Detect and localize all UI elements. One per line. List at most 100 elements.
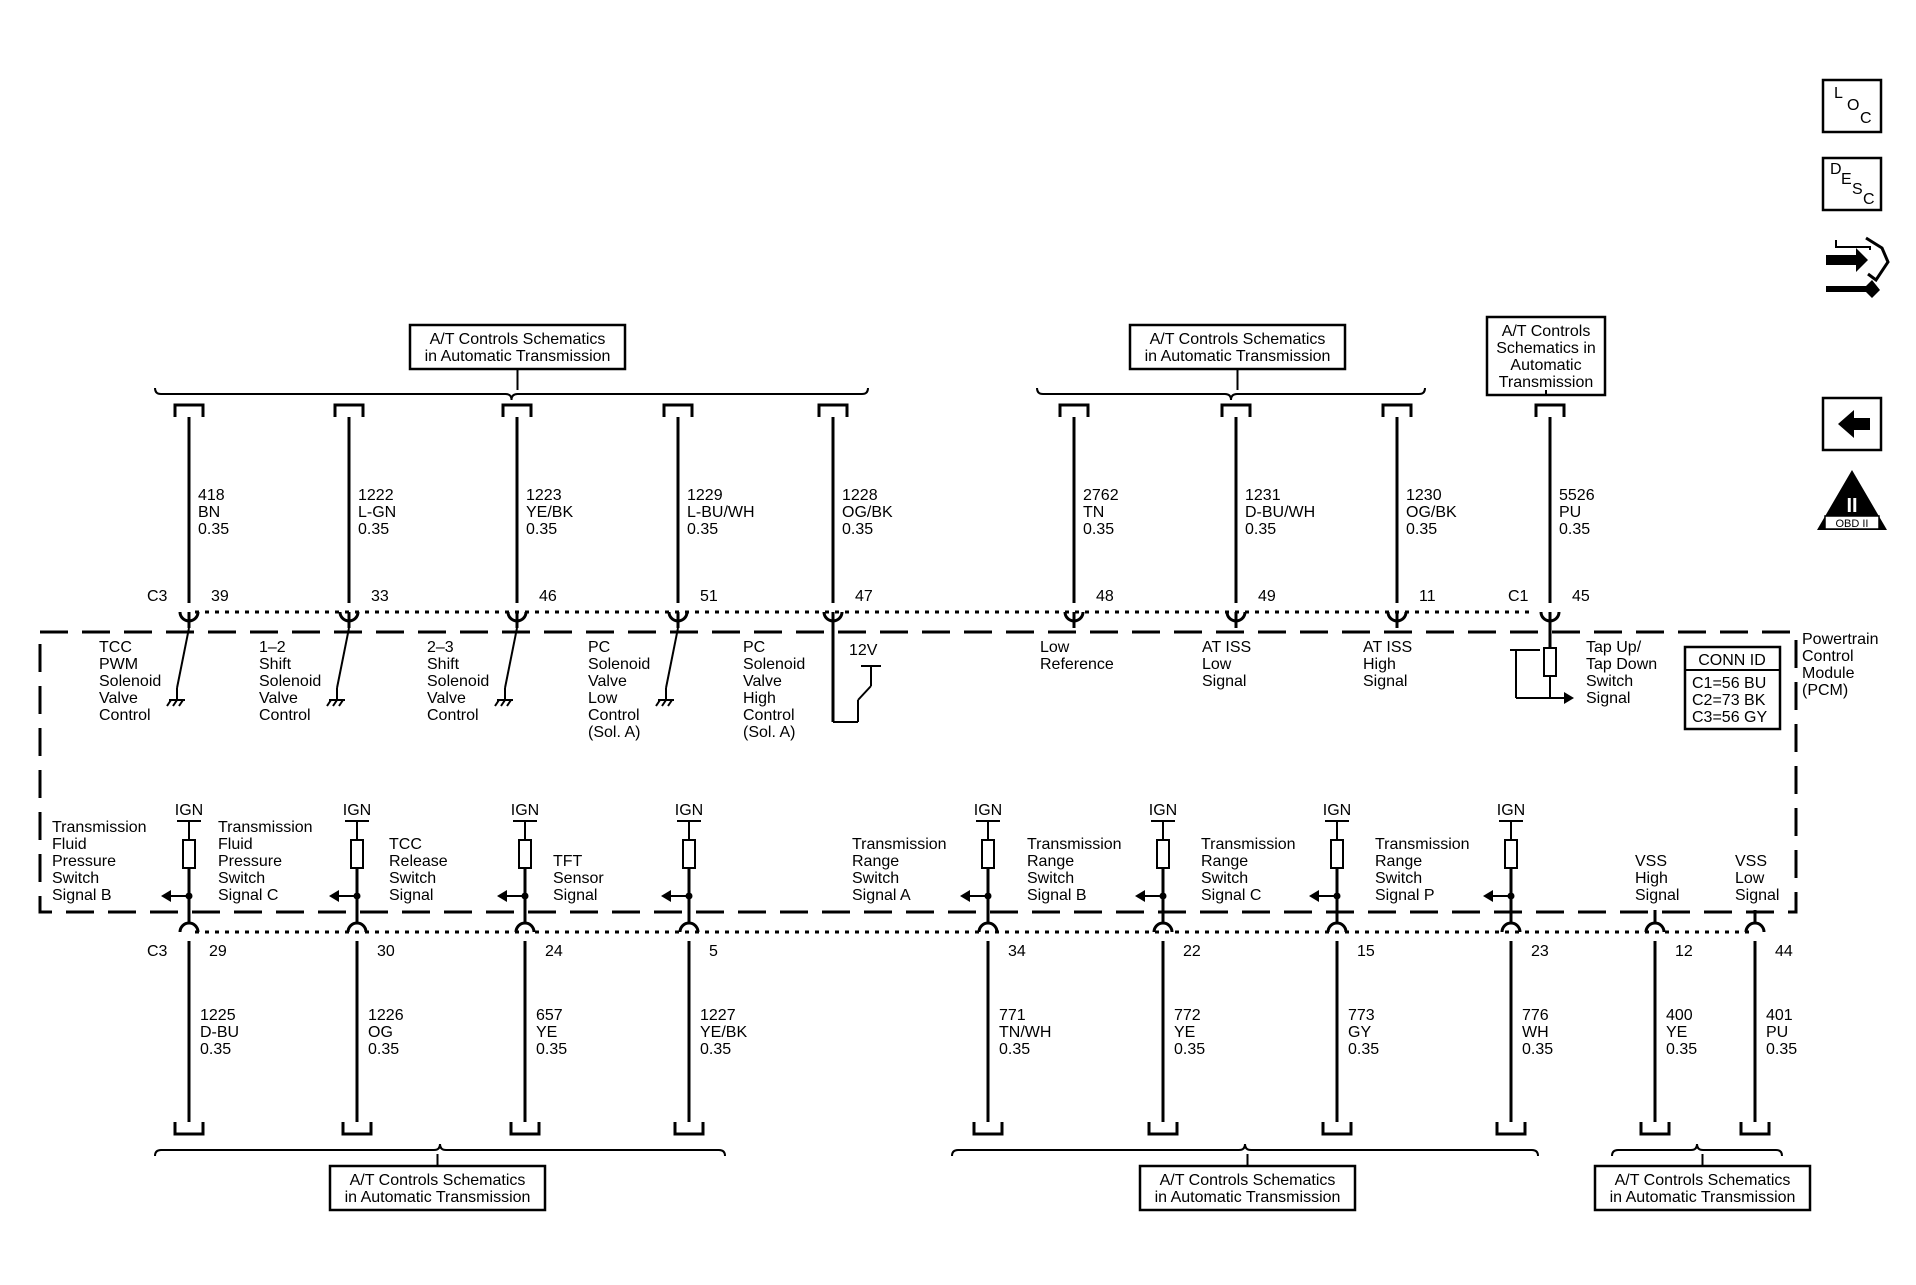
circuit-number: 1226 [368, 1007, 404, 1024]
desc-icon[interactable]: D E S C [1821, 156, 1883, 212]
wire-gauge: 0.35 [1174, 1041, 1205, 1058]
reference-box-line: Transmission [1499, 374, 1594, 391]
signal-label: (Sol. A) [588, 724, 640, 741]
internal-circuit: IGN [960, 802, 1002, 923]
signal-label: Release [389, 853, 448, 870]
signal-label: Solenoid [743, 656, 805, 673]
conn-id-title: CONN ID [1698, 652, 1766, 669]
wire-gauge: 0.35 [1559, 521, 1590, 538]
wire-color: YE [536, 1024, 557, 1041]
arrow-icon [161, 890, 171, 902]
conn-id-box: CONN ID C1=56 BU C2=73 BK C3=56 GY [1683, 645, 1782, 731]
reference-box-line: in Automatic Transmission [425, 348, 611, 365]
top-wire: 1222L-GN0.35331–2ShiftSolenoidValveContr… [259, 403, 396, 724]
reference-box-border [1128, 323, 1347, 371]
harness-terminal [673, 1122, 705, 1136]
wire-color: BN [198, 504, 220, 521]
pin-number: 45 [1572, 588, 1590, 605]
arrow-icon [960, 890, 970, 902]
top-wire: 1228OG/BK0.354712VPCSolenoidValveHighCon… [743, 403, 893, 741]
harness-terminal [1534, 403, 1566, 417]
switch [336, 627, 350, 689]
pin-number: 5 [709, 943, 718, 960]
ignition-label: IGN [175, 802, 203, 819]
signal-label: Signal [1635, 887, 1679, 904]
circuit-number: 5526 [1559, 487, 1595, 504]
signal-label: Reference [1040, 656, 1114, 673]
signal-label: 2–3 [427, 639, 454, 656]
obd-label: OBD II [1835, 518, 1868, 530]
reference-box-border [1593, 1164, 1812, 1212]
signal-label: Fluid [218, 836, 253, 853]
connector-repair-icon[interactable] [1826, 236, 1890, 298]
reference-box-line: A/T Controls Schematics [1150, 331, 1326, 348]
circuit-number: 657 [536, 1007, 563, 1024]
signal-label: Tap Down [1586, 656, 1657, 673]
arrow-icon [497, 890, 507, 902]
signal-label: TCC [389, 836, 422, 853]
signal-label: VSS [1635, 853, 1667, 870]
pin-number: 24 [545, 943, 563, 960]
internal-circuit: IGN [661, 802, 703, 923]
signal-label: Transmission [1201, 836, 1296, 853]
pcm-module-outline [38, 630, 1798, 914]
internal-circuit: IGN [329, 802, 371, 923]
loc-icon[interactable]: L O C [1821, 78, 1883, 134]
switch [665, 627, 679, 689]
pin-number: 49 [1258, 588, 1276, 605]
back-arrow-icon[interactable] [1821, 396, 1883, 452]
wire-color: WH [1522, 1024, 1549, 1041]
signal-label: Switch [1586, 673, 1633, 690]
pcm-name-line: Module [1802, 665, 1855, 682]
harness-terminal [662, 403, 694, 417]
signal-label: Signal C [218, 887, 278, 904]
signal-label: Signal B [52, 887, 112, 904]
wire-color: OG/BK [842, 504, 893, 521]
wire-gauge: 0.35 [1666, 1041, 1697, 1058]
pin-number: 23 [1531, 943, 1549, 960]
ignition-label: IGN [343, 802, 371, 819]
circuit-number: 771 [999, 1007, 1026, 1024]
signal-label: Transmission [52, 819, 147, 836]
circuit-number: 1229 [687, 487, 723, 504]
signal-label: Valve [99, 690, 138, 707]
harness-terminal [1639, 1122, 1671, 1136]
connector-id: C3 [147, 588, 168, 605]
wire-gauge: 0.35 [1348, 1041, 1379, 1058]
signal-label: Switch [52, 870, 99, 887]
conn-id-row: C1=56 BU [1692, 675, 1766, 692]
arrow-icon [1564, 692, 1574, 704]
conn-id-row: C3=56 GY [1692, 709, 1767, 726]
signal-label: Signal P [1375, 887, 1435, 904]
brace [1036, 387, 1426, 401]
circuit-number: 1223 [526, 487, 562, 504]
signal-label: AT ISS [1202, 639, 1251, 656]
signal-label: Pressure [218, 853, 282, 870]
internal-circuit [166, 612, 191, 707]
harness-terminal [972, 1122, 1004, 1136]
harness-terminal [817, 403, 849, 417]
circuit-number: 772 [1174, 1007, 1201, 1024]
signal-label: Signal C [1201, 887, 1261, 904]
desc-letter: D [1830, 161, 1842, 178]
pull-up-resistor [981, 839, 995, 869]
wire-gauge: 0.35 [687, 521, 718, 538]
signal-label: Switch [1201, 870, 1248, 887]
internal-circuit: IGN [1483, 802, 1525, 923]
pull-up-resistor [350, 839, 364, 869]
signal-label: Signal [389, 887, 433, 904]
connector-id: C3 [147, 943, 168, 960]
signal-label: Signal [1735, 887, 1779, 904]
desc-letter: S [1852, 181, 1863, 198]
internal-circuit: IGN [1135, 802, 1177, 923]
